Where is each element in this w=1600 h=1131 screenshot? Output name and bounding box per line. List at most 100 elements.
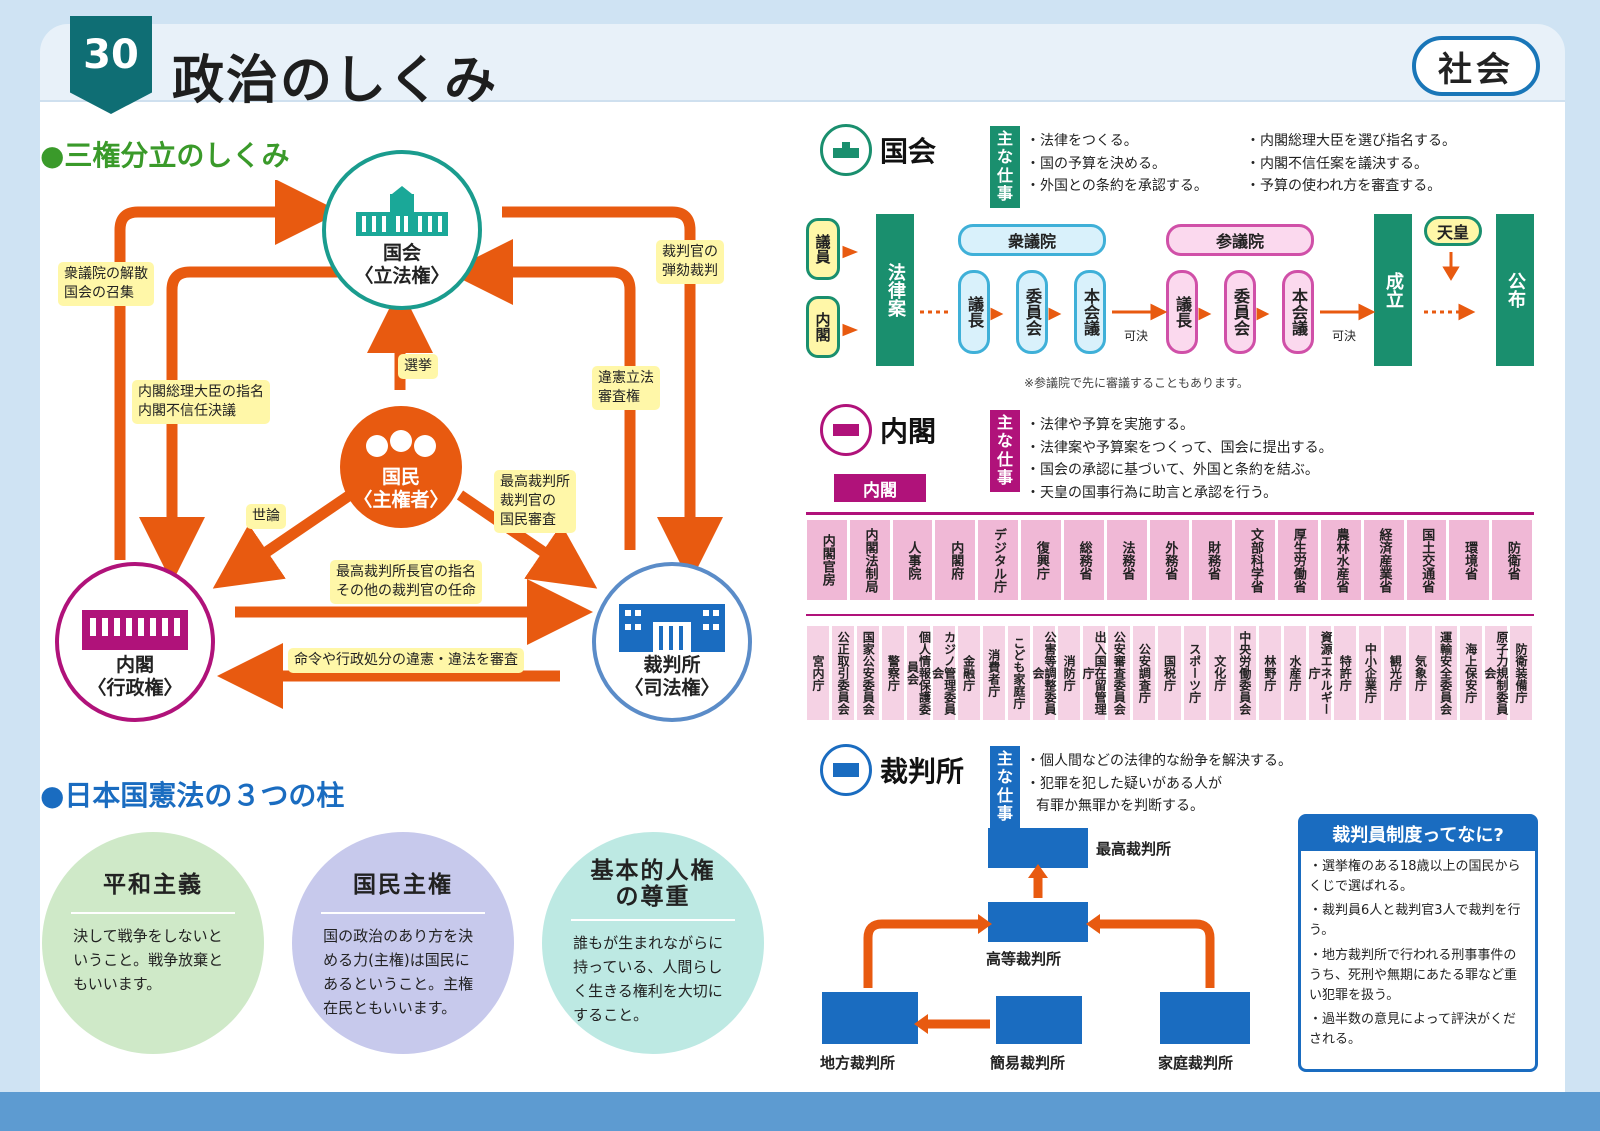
naikaku-title: 内閣: [820, 404, 936, 456]
ministry-box: 防衛省: [1492, 520, 1532, 600]
label-election: 選挙: [398, 354, 438, 379]
label-appoint: 最高裁判所長官の指名その他の裁判官の任命: [330, 560, 482, 604]
ministry-box: 内閣官房: [807, 520, 847, 600]
sanken-heading: ●三権分立のしくみ: [40, 139, 290, 172]
flow-san-honkaigi: 本会議: [1282, 270, 1314, 354]
flow-kaketsu-2: 可決: [1332, 329, 1357, 343]
naikaku-name: 内閣: [115, 654, 154, 677]
agency-box: 国税庁: [1158, 626, 1181, 720]
agency-box: 防衛装備庁: [1509, 626, 1532, 720]
agency-box: 個人情報保護委員会: [905, 626, 931, 720]
saibanin-item: ・地方裁判所で行われる刑事事件のうち、死刑や無期にあたる罪など重い犯罪を扱う。: [1309, 947, 1518, 1003]
agency-box: カジノ管理委員会: [931, 626, 957, 720]
label-impeach: 裁判官の弾劾裁判: [656, 240, 724, 284]
high-court-icon: [988, 902, 1088, 942]
agency-box: 出入国在留管理庁: [1081, 626, 1107, 720]
sanken-arrows: [114, 180, 723, 709]
flow-san-gicho: 議長: [1166, 270, 1198, 354]
supreme-court-label: 最高裁判所: [1096, 840, 1172, 858]
unit-number-badge: 30: [70, 16, 152, 114]
label-orders: 命令や行政処分の違憲・違法を審査: [288, 648, 524, 673]
court-hierarchy: [822, 828, 1250, 1044]
agency-box: 気象庁: [1409, 626, 1432, 720]
district-court-label: 地方裁判所: [820, 1054, 896, 1072]
flow-tenno: 天皇: [1424, 216, 1482, 246]
agency-box: 公安調査庁: [1133, 626, 1156, 720]
kokkai-title: 国会: [820, 124, 936, 176]
naikaku-circle: 内閣 〈行政権〉: [55, 562, 215, 722]
flow-note: ※参議院で先に審議することもあります。: [1024, 376, 1249, 390]
ministries-connector: [806, 512, 1534, 515]
ministry-box: 法務省: [1106, 520, 1147, 600]
naikaku-duties: ・法律や予算を実施する。・法律案や予算案をつくって、国会に提出する。・国会の承認…: [1026, 417, 1333, 502]
subject-badge: 社会: [1412, 36, 1540, 96]
kokumin-circle: 国民 〈主権者〉: [340, 406, 462, 528]
agency-box: 水産庁: [1283, 626, 1307, 720]
header-bar: [40, 24, 1565, 102]
flow-bill: 法律案: [876, 214, 914, 366]
diet-icon: [820, 124, 872, 176]
ministry-box: 外務省: [1149, 520, 1190, 600]
court-icon: [820, 744, 872, 796]
saibanin-box: 裁判員制度ってなに? ・選挙権のある18歳以上の国民からくじで選ばれる。 ・裁判…: [1298, 814, 1538, 1072]
agency-box: 特許庁: [1334, 626, 1357, 720]
agency-box: 金融庁: [957, 626, 980, 720]
high-court-label: 高等裁判所: [986, 950, 1062, 968]
agency-box: 公害等調整委員会: [1031, 626, 1057, 720]
pillar-peace: 平和主義決して戦争をしないということ。戦争放棄ともいいます。: [42, 832, 264, 1054]
agency-box: 消費者庁: [982, 626, 1005, 720]
ministry-box: 総務省: [1063, 520, 1104, 600]
bottom-bar: [0, 1092, 1600, 1131]
flow-shu-honkaigi: 本会議: [1074, 270, 1106, 354]
label-review: 最高裁判所裁判官の国民審査: [494, 470, 576, 533]
diet-building-icon: [356, 186, 448, 237]
page-title: 政治のしくみ: [172, 51, 499, 111]
ministry-box: 復興庁: [1021, 520, 1061, 600]
saibansho-name: 裁判所: [643, 654, 701, 677]
naikaku-top-box: 内閣: [834, 474, 926, 502]
ministry-box: 財務省: [1192, 520, 1233, 600]
flow-san-iinkai: 委員会: [1224, 270, 1256, 354]
ministry-box: 内閣法制局: [849, 520, 890, 600]
agency-box: スポーツ庁: [1183, 626, 1206, 720]
people-icon: [366, 430, 436, 458]
ministry-box: 環境省: [1449, 520, 1490, 600]
court-building-icon: [619, 604, 725, 653]
pillar-human-rights: 基本的人権の尊重誰もが生まれながらに持っている、人間らしく生きる権利を大切にする…: [542, 832, 764, 1054]
saibanin-item: ・選挙権のある18歳以上の国民からくじで選ばれる。: [1309, 859, 1521, 895]
saibanin-item: ・過半数の意見によって評決がくだされる。: [1309, 1011, 1516, 1048]
agency-box: 公安審査委員会: [1108, 626, 1131, 720]
kokkai-power: 〈立法権〉: [354, 265, 450, 288]
pillars-heading: ●日本国憲法の３つの柱: [40, 779, 345, 812]
saiban-main-work-label: 主な仕事: [990, 746, 1020, 828]
ministry-box: 国土交通省: [1406, 520, 1447, 600]
flow-kofu: 公布: [1496, 214, 1534, 366]
district-court-icon: [822, 992, 918, 1044]
ministry-box: 厚生労働省: [1278, 520, 1318, 600]
agency-box: 中央労働委員会: [1233, 626, 1256, 720]
label-pm-nomination: 内閣総理大臣の指名内閣不信任決議: [132, 380, 270, 424]
kokkai-duties-right: ・内閣総理大臣を選び指名する。・内閣不信任案を議決する。・予算の使われ方を審査す…: [1246, 133, 1456, 195]
flow-naikaku: 内閣: [806, 296, 840, 358]
saibansho-power: 〈司法権〉: [624, 677, 720, 700]
supreme-court-icon: [988, 828, 1088, 868]
flow-seiritsu: 成立: [1374, 214, 1412, 366]
flow-arrows: [842, 245, 1476, 337]
agency-box: 警察庁: [882, 626, 905, 720]
agency-box: 林野庁: [1258, 626, 1281, 720]
kokumin-name: 国民: [381, 466, 420, 489]
pillar-sovereignty: 国民主権国の政治のあり方を決める力(主権)は国民にあるということ。主権在民ともい…: [292, 832, 514, 1054]
family-court-icon: [1160, 992, 1250, 1044]
flow-shu-gicho: 議長: [958, 270, 990, 354]
summary-court-label: 簡易裁判所: [990, 1054, 1066, 1072]
ministry-box: 人事院: [892, 520, 933, 600]
ministry-box: 農林水産省: [1320, 520, 1361, 600]
naikaku-main-work-label: 主な仕事: [990, 410, 1020, 492]
label-opinion: 世論: [246, 504, 286, 529]
kokkai-circle: 国会 〈立法権〉: [322, 150, 482, 310]
cabinet-building-icon: [82, 610, 188, 651]
agency-box: 運輸安全委員会: [1434, 626, 1457, 720]
flow-kaketsu-1: 可決: [1124, 329, 1149, 343]
ministry-box: デジタル庁: [978, 520, 1019, 600]
cabinet-icon: [820, 404, 872, 456]
